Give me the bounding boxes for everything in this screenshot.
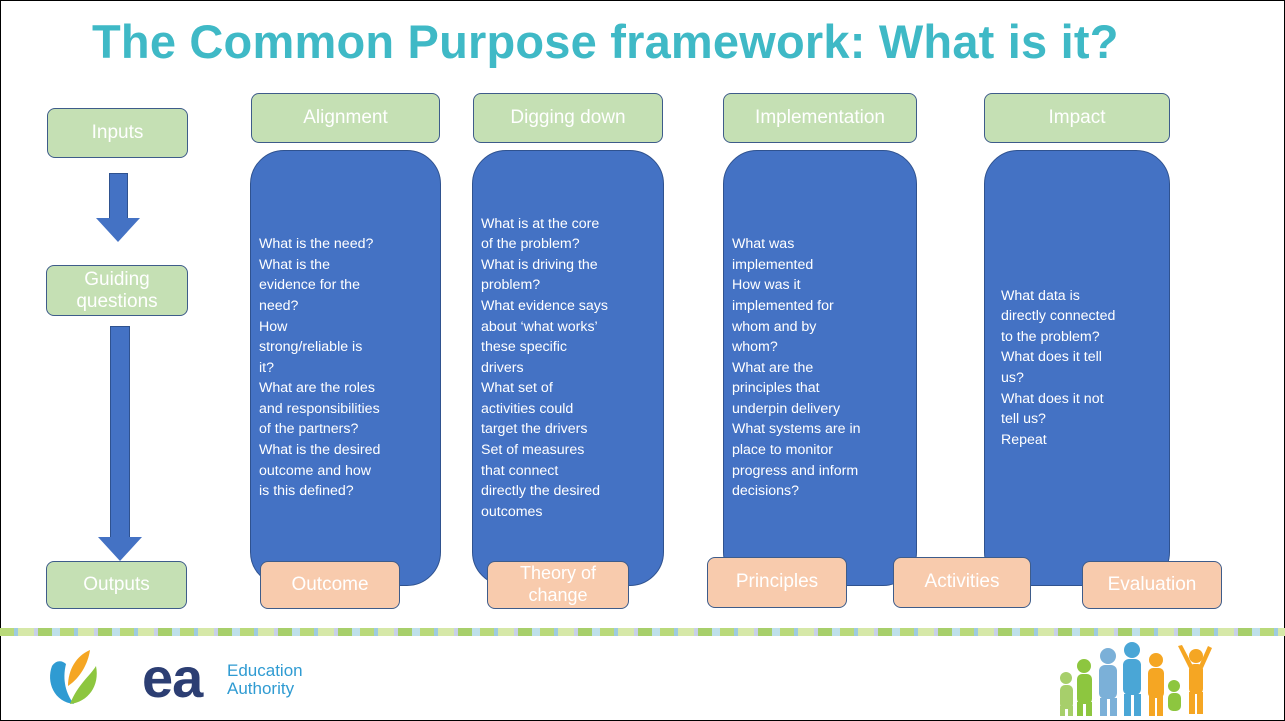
arrow-down-2-icon [98,537,142,561]
logo-authority-text: Authority [227,679,295,698]
pillar-line: target the drivers [481,421,588,438]
pillar-line: What data is [1001,287,1080,304]
education-authority-logo: ea Education Authority [44,650,304,710]
pillar-line: whom? [732,339,778,356]
pillar-line: evidence for the [259,277,360,294]
pillar-line: What is driving the [481,256,598,273]
output-outcome: Outcome [260,561,400,609]
pillar-line: What does it tell [1001,349,1102,366]
pillar-line: What does it not [1001,390,1104,407]
pillar-line: directly the desired [481,483,601,500]
pillar-line: implemented [732,256,814,273]
pillar-line: Repeat [1001,431,1047,448]
pillar-line: tell us? [1001,411,1046,428]
pillar-digging-down-text: What is at the core of the problem? What… [481,214,655,523]
output-theory-of-change-label: Theory of change [519,563,597,605]
children-silhouettes-icon [1060,642,1212,716]
pillar-line: of the partners? [259,421,359,438]
pillar-line: us? [1001,370,1024,386]
outputs-box: Outputs [46,561,187,609]
pillar-line: What is at the core [481,215,600,232]
logo-education-text: Education [227,661,303,680]
pillar-line: drivers [481,359,524,376]
pillar-line: of the problem? [481,236,580,253]
pillar-impact-text: What data is directly connected to the p… [993,286,1161,451]
guiding-questions-label: Guiding questions [76,268,158,312]
pillar-line: place to monitor [732,442,833,459]
pillar-line: What are the roles [259,380,375,397]
pillar-line: it? [259,359,274,376]
pillar-line: How was it [732,277,801,294]
pillar-line: these specific [481,339,567,356]
pillar-line: What was [732,236,795,253]
pillar-line: problem? [481,277,541,294]
header-alignment-label: Alignment [303,107,388,129]
arrow-down-2-shaft [110,326,130,538]
pillar-line: directly connected [1001,308,1116,325]
footer-stripe [0,628,1285,636]
pillar-line: What set of [481,380,553,397]
pillar-line: underpin delivery [732,400,841,417]
pillar-line: principles that [732,380,820,397]
inputs-label: Inputs [91,122,144,144]
output-principles: Principles [707,557,847,608]
pillar-line: outcome and how [259,462,371,479]
output-evaluation-label: Evaluation [1107,573,1197,595]
header-digging-down-label: Digging down [510,107,626,129]
header-digging-down: Digging down [473,93,663,143]
header-implementation-label: Implementation [755,107,885,129]
pillar-line: need? [259,297,299,314]
pillar-implementation-text: What was implemented How was it implemen… [732,234,908,502]
outputs-label: Outputs [83,574,150,596]
pillar-line: is this defined? [259,483,354,500]
pillar-digging-down: What is at the core of the problem? What… [472,150,664,586]
output-activities-label: Activities [924,571,1000,593]
pillar-line: progress and inform [732,462,859,479]
pillar-line: whom and by [732,318,817,335]
pillar-line: What is the desired [259,442,381,459]
output-theory-of-change: Theory of change [487,561,629,609]
output-outcome-label: Outcome [291,573,369,595]
pillar-line: How [259,318,288,335]
pillar-line: Set of measures [481,442,585,459]
pillar-impact: What data is directly connected to the p… [984,150,1170,586]
output-activities: Activities [893,557,1031,608]
guiding-questions-box: Guiding questions [46,265,188,316]
slide-title: The Common Purpose framework: What is it… [92,15,1119,68]
pillar-line: What is the need? [259,236,374,253]
header-impact: Impact [984,93,1170,143]
pillar-alignment-text: What is the need? What is the evidence f… [259,234,432,502]
output-principles-label: Principles [735,571,819,593]
pillar-alignment: What is the need? What is the evidence f… [250,150,441,586]
header-alignment: Alignment [251,93,440,143]
pillar-line: What systems are in [732,421,861,438]
pillar-line: and responsibilities [259,400,380,417]
pillar-line: implemented for [732,297,834,314]
pillar-line: that connect [481,462,559,479]
header-impact-label: Impact [1048,107,1106,129]
pillar-line: What evidence says [481,297,608,314]
arrow-down-1-icon [96,218,140,242]
pillar-line: activities could [481,400,574,417]
pillar-line: strong/reliable is [259,339,363,356]
pillar-line: to the problem? [1001,328,1100,345]
arrow-down-1-shaft [109,173,128,219]
pillar-line: about ‘what works’ [481,318,598,335]
logo-ea-text: ea [142,646,203,709]
leaf-logo-icon [50,650,97,704]
inputs-box: Inputs [47,108,188,158]
pillar-line: What is the [259,256,330,273]
header-implementation: Implementation [723,93,917,143]
pillar-line: What are the [732,359,814,376]
pillar-line: outcomes [481,503,543,520]
output-evaluation: Evaluation [1082,561,1222,609]
pillar-line: decisions? [732,483,800,500]
pillar-implementation: What was implemented How was it implemen… [723,150,917,586]
